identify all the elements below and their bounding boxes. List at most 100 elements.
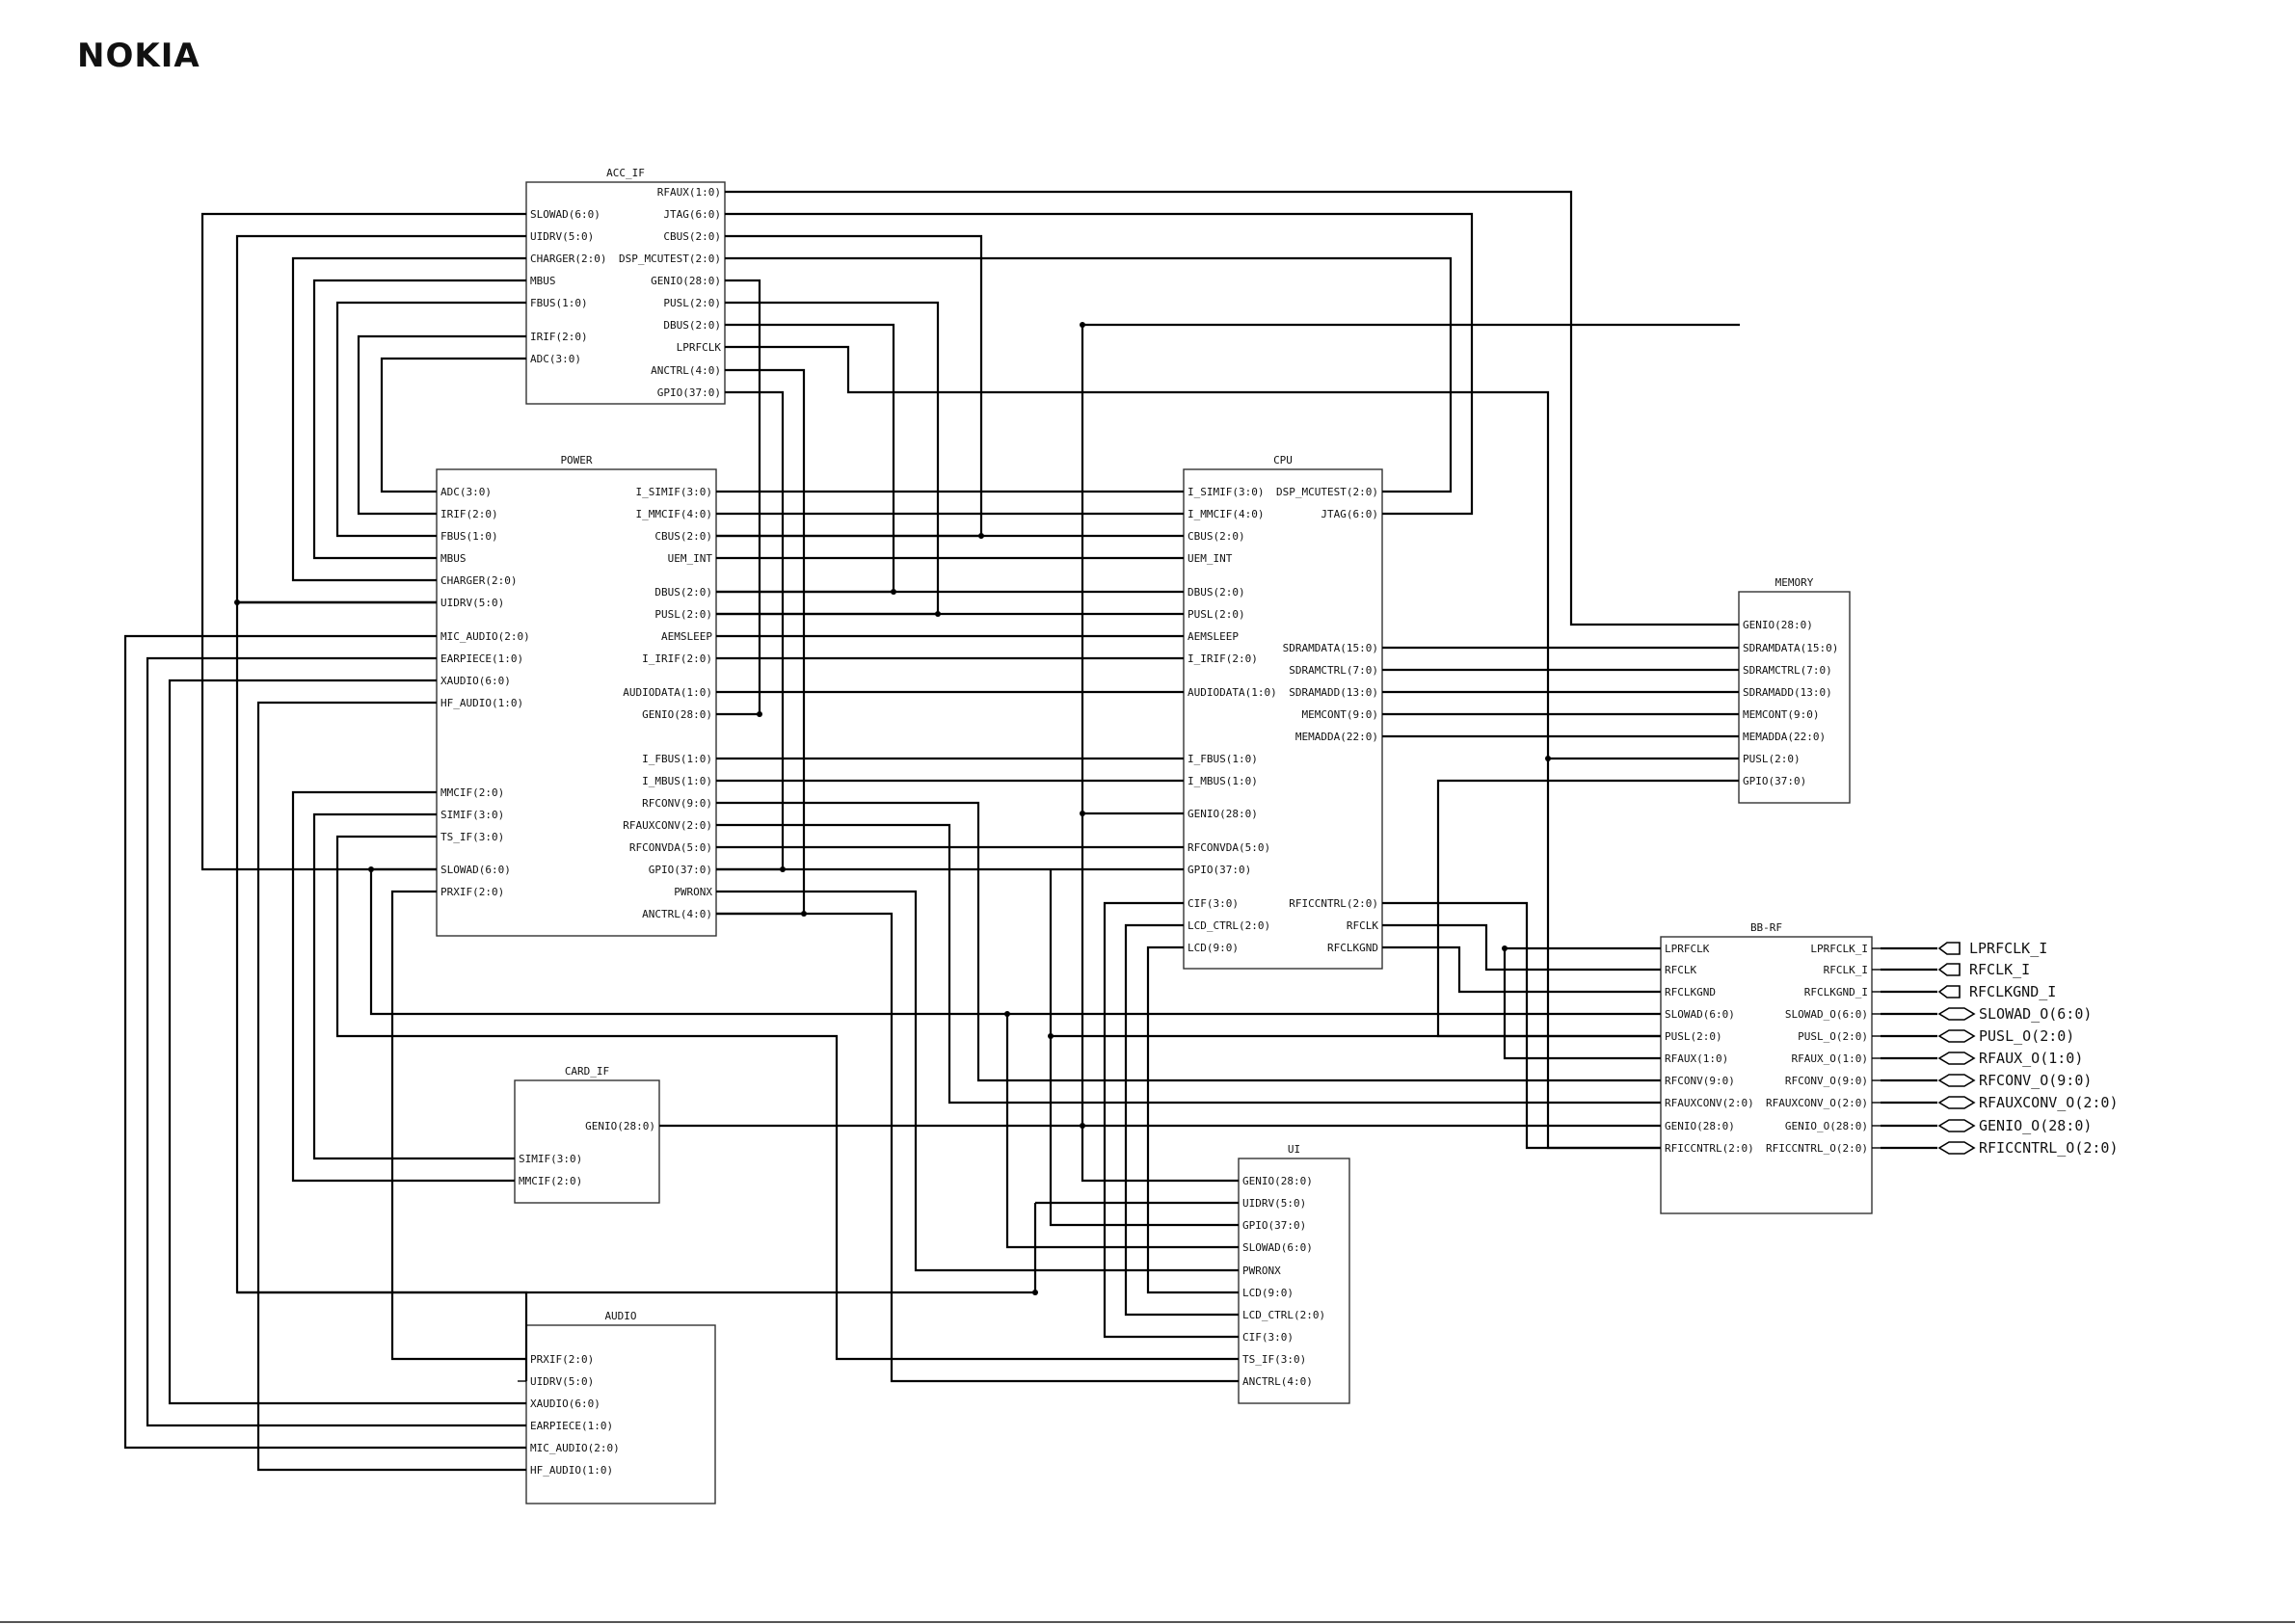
wire: [1005, 1014, 1239, 1249]
block-audio: [525, 1324, 716, 1504]
block-card-if: [514, 1079, 660, 1204]
block-title-memory: MEMORY: [1775, 576, 1814, 589]
block-acc-if: [525, 181, 726, 405]
pin-label: I_IRIF(2:0): [642, 652, 712, 665]
wire: [380, 357, 526, 493]
pin-label: SLOWAD(6:0): [440, 864, 511, 876]
pin-label: GPIO(37:0): [649, 864, 712, 876]
pin-label: UEM_INT: [1188, 552, 1233, 565]
wire: [716, 301, 940, 616]
pin-label: RFAUX_O(1:0): [1792, 1052, 1868, 1065]
pin-label: PUSL(2:0): [654, 608, 712, 621]
junction-dot: [1080, 1123, 1085, 1129]
junction-dot: [234, 599, 240, 605]
pin-label: AEMSLEEP: [661, 630, 712, 643]
pin-label: SDRAMCTRL(7:0): [1289, 664, 1378, 677]
pin-label: MEMADDA(22:0): [1743, 731, 1826, 743]
bottom-rule: [0, 1621, 2295, 1623]
pin-label: EARPIECE(1:0): [440, 652, 523, 665]
pin-label: CHARGER(2:0): [440, 574, 517, 587]
port-label: PUSL_O(2:0): [1979, 1027, 2074, 1045]
pin-label: RFAUXCONV(2:0): [623, 819, 712, 832]
pin-label: ANCTRL(4:0): [642, 908, 712, 920]
pin-label: CBUS(2:0): [1188, 530, 1245, 543]
pin-label: GENIO_O(28:0): [1785, 1120, 1868, 1132]
pin-label: CIF(3:0): [1188, 897, 1239, 910]
wires-layer: [123, 190, 1937, 1472]
pin-label: UIDRV(5:0): [530, 230, 594, 243]
pin-label: RFCLKGND_I: [1804, 986, 1868, 998]
junction-dot: [978, 533, 984, 539]
wire: [335, 835, 1239, 1361]
pin-label: I_MMCIF(4:0): [636, 508, 712, 520]
pin-label: IRIF(2:0): [530, 331, 588, 343]
pin-label: ANCTRL(4:0): [1242, 1375, 1313, 1388]
pin-label: DBUS(2:0): [663, 319, 721, 332]
pin-label: MIC_AUDIO(2:0): [530, 1442, 620, 1454]
pin-label: SLOWAD(6:0): [1665, 1008, 1735, 1021]
pin-label: RFICCNTRL(2:0): [1289, 897, 1378, 910]
pin-label: RFAUX(1:0): [1665, 1052, 1728, 1065]
block-memory: [1738, 591, 1851, 804]
pin-label: DSP_MCUTEST(2:0): [619, 253, 721, 265]
wire: [716, 823, 1661, 1105]
port-label: SLOWAD_O(6:0): [1979, 1005, 2092, 1023]
block-title-bb-rf: BB-RF: [1750, 921, 1782, 934]
pin-label: MMCIF(2:0): [440, 786, 504, 799]
bidir-port: [1937, 1074, 1976, 1087]
pin-label: LCD(9:0): [1242, 1287, 1294, 1299]
block-bb-rf: [1660, 936, 1873, 1214]
pin-label: I_MBUS(1:0): [1188, 775, 1258, 787]
pin-label: UIDRV(5:0): [530, 1375, 594, 1388]
junction-dot: [780, 866, 786, 872]
pin-label: MEMCONT(9:0): [1743, 708, 1819, 721]
pin-label: JTAG(6:0): [663, 208, 721, 221]
pin-label: PUSL(2:0): [1743, 753, 1801, 765]
wire: [716, 890, 1239, 1272]
wire: [357, 334, 526, 516]
block-title-audio: AUDIO: [604, 1310, 636, 1322]
pin-label: TS_IF(3:0): [440, 831, 504, 843]
pin-label: RFCONV(9:0): [642, 797, 712, 810]
wire: [168, 679, 526, 1405]
pin-label: GENIO(28:0): [1242, 1175, 1313, 1187]
pin-label: RFCONV_O(9:0): [1785, 1075, 1868, 1087]
pin-label: PUSL(2:0): [663, 297, 721, 309]
wire: [1081, 325, 1239, 1183]
pin-label: EARPIECE(1:0): [530, 1420, 613, 1432]
pin-label: LCD(9:0): [1188, 942, 1239, 954]
wire: [146, 656, 526, 1427]
pin-label: MEMADDA(22:0): [1295, 731, 1378, 743]
pin-label: GENIO(28:0): [585, 1120, 655, 1132]
pin-label: DBUS(2:0): [654, 586, 712, 599]
pin-label: PWRONX: [1242, 1265, 1281, 1277]
port-label: RFCLKGND_I: [1969, 983, 2056, 1000]
wire: [1382, 923, 1661, 972]
wire: [369, 867, 1661, 1016]
pin-label: RFCONVDA(5:0): [1188, 841, 1270, 854]
block-title-ui: UI: [1288, 1143, 1300, 1156]
pin-label: I_MBUS(1:0): [642, 775, 712, 787]
pin-label: RFAUX(1:0): [657, 186, 721, 199]
pin-label: PRXIF(2:0): [530, 1353, 594, 1366]
pin-label: GENIO(28:0): [1743, 619, 1813, 631]
junction-dot: [1048, 1033, 1054, 1039]
wire: [390, 890, 526, 1361]
junction-dot: [1545, 756, 1551, 761]
pin-label: CIF(3:0): [1242, 1331, 1294, 1344]
pin-label: SDRAMDATA(15:0): [1283, 642, 1378, 654]
junction-dot: [757, 711, 762, 717]
pin-label: LCD_CTRL(2:0): [1188, 919, 1270, 932]
pin-label: I_FBUS(1:0): [642, 753, 712, 765]
pin-label: LPRFCLK: [677, 341, 722, 354]
pin-label: PUSL_O(2:0): [1798, 1030, 1868, 1043]
block-title-power: POWER: [560, 454, 592, 466]
pin-label: GENIO(28:0): [1665, 1120, 1735, 1132]
wire: [335, 301, 526, 538]
wire: [1049, 869, 1239, 1227]
pin-label: GPIO(37:0): [1188, 864, 1251, 876]
pin-label: SIMIF(3:0): [440, 809, 504, 821]
pin-label: ANCTRL(4:0): [651, 364, 721, 377]
pin-label: SLOWAD(6:0): [530, 208, 600, 221]
